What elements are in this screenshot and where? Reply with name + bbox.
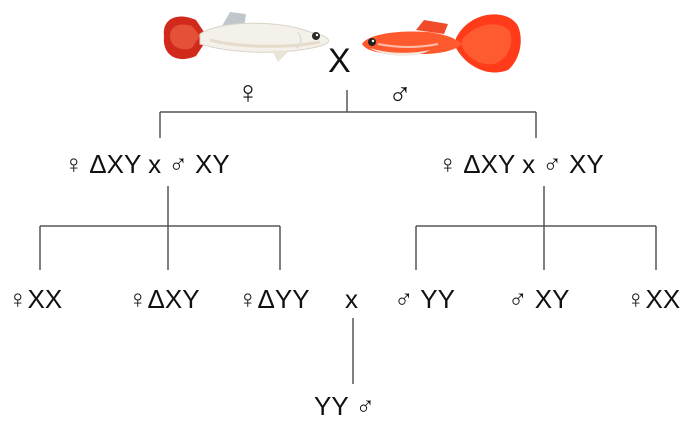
left-offspring-2: ♀ΔXY	[128, 284, 200, 314]
right-offspring-3: ♀XX	[626, 284, 681, 314]
left-offspring-3: ♀ΔYY	[238, 284, 310, 314]
left-offspring-1: ♀XX	[8, 284, 63, 314]
red-guppy-male-image	[362, 14, 521, 73]
result-label: YY ♂	[314, 391, 375, 421]
white-guppy-female-image	[163, 12, 330, 62]
right-offspring-2: ♂ XY	[508, 284, 570, 314]
right-offspring-1: ♂ YY	[394, 284, 455, 314]
left-f1-cross-label: ♀ ΔXY x ♂ XY	[64, 149, 230, 179]
parent-cross-symbol: X	[328, 42, 351, 80]
female-symbol: ♀	[236, 74, 260, 110]
offspring-cross-symbol: x	[345, 284, 358, 314]
male-symbol: ♂	[388, 76, 412, 112]
right-f1-cross-label: ♀ ΔXY x ♂ XY	[438, 149, 604, 179]
